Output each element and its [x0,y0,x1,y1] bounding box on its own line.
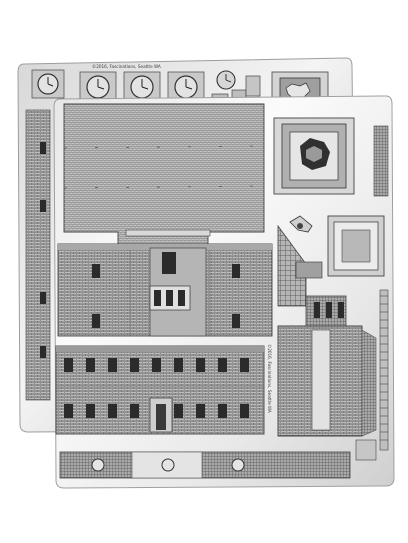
back-sheet-copyright: ©2016, Fascinations, Seattle WA [92,64,161,69]
sloped-roof-piece [277,224,323,307]
bottom-arch-strip [59,451,351,479]
tower-top-square [273,117,355,195]
right-edge-fence-parts [355,125,389,461]
roof-panel [63,103,265,245]
upper-facade-panel [57,243,273,337]
small-bell-part [289,215,313,233]
clock-face-part [167,71,205,103]
main-facade-panel [55,345,265,435]
front-sheet-copyright: ©2016, Fascinations, Seattle WA [267,344,272,413]
tower-base-square [327,215,385,277]
back-clock-row [31,69,261,105]
front-sheet: ©2016, Fascinations, Seattle WA [53,95,395,489]
clock-face-part [79,71,117,103]
back-wall-panel [277,325,377,437]
clock-face-part [216,70,236,90]
clock-face-part [123,71,161,103]
back-left-wall-strip [25,109,51,401]
vertical-ladder-strip [379,289,389,451]
tower-spire-panel [305,295,347,327]
clock-face-part [31,69,65,99]
